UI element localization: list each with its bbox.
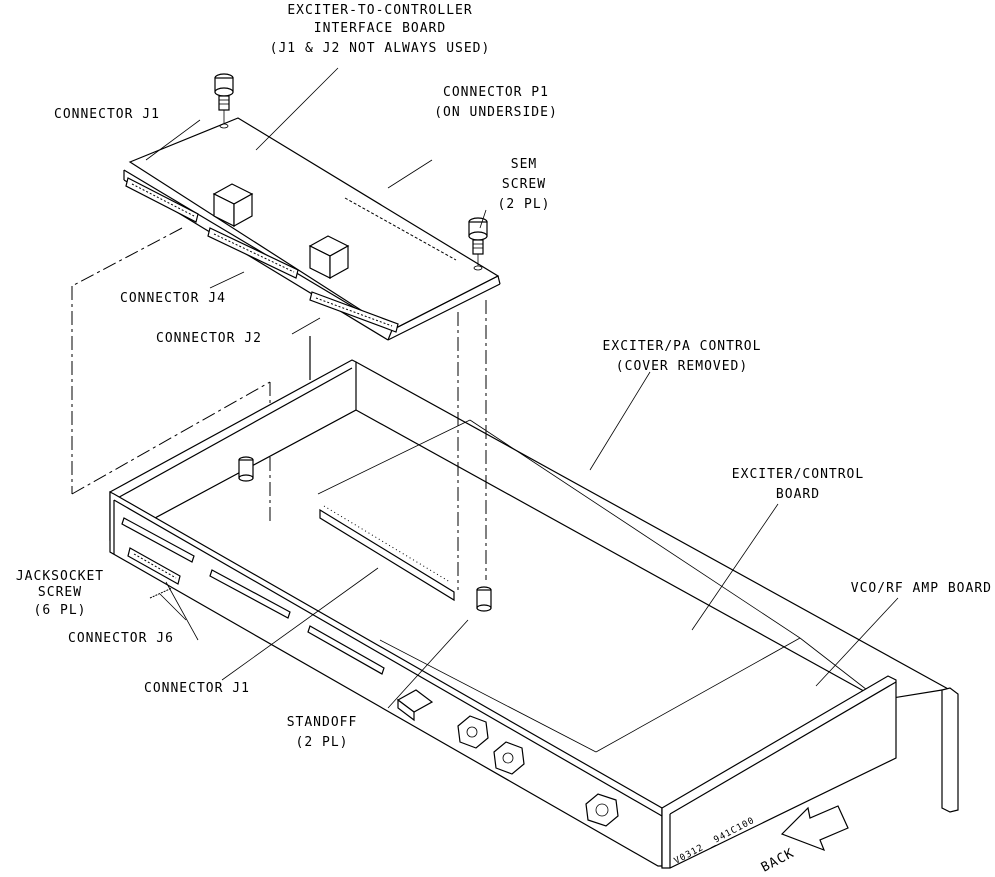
chassis-tray [109,359,959,869]
sem-screw-icon [468,217,488,271]
sem-screw-icon [214,73,234,129]
sem-screw-label: (2 PL) [498,197,551,212]
exciter-control-label: BOARD [776,487,820,502]
sem-screw-label: SEM [511,157,537,172]
sem-screw-label: SCREW [502,177,546,192]
standoff-icon [476,586,492,612]
front-connector-j6 [127,547,181,585]
bnc-connector-icon [457,715,489,749]
connector-p1-label: CONNECTOR P1 [443,85,549,100]
exciter-control-board-connector [319,505,455,602]
standoff-label: STANDOFF [287,715,358,730]
jacksocket-label: JACKSOCKET [16,569,104,584]
connector-j2-label: CONNECTOR J2 [156,331,262,346]
exciter-pa-label: EXCITER/PA CONTROL [603,339,762,354]
vco-rf-amp-label: VCO/RF AMP BOARD [851,581,992,596]
bnc-connector-icon [493,741,525,775]
connector-j1-top-strip [125,177,199,223]
standoff-label: (2 PL) [296,735,349,750]
bnc-connector-icon [585,793,619,827]
connector-j1-top-label: CONNECTOR J1 [54,107,160,122]
standoff-icon [238,456,254,482]
jacksocket-label: (6 PL) [34,603,87,618]
interface-board-label: EXCITER-TO-CONTROLLER [287,3,472,18]
front-connector-j1 [121,517,195,563]
interface-board [123,117,501,341]
relay-box-1 [212,183,254,228]
jacksocket-label: SCREW [38,585,82,600]
text-labels: EXCITER-TO-CONTROLLER INTERFACE BOARD (J… [16,3,992,876]
relay-box-2 [308,235,350,280]
interface-board-label: (J1 & J2 NOT ALWAYS USED) [270,41,491,56]
connector-p1-label: (ON UNDERSIDE) [434,105,558,120]
connector-j4-strip [207,227,299,279]
back-label: BACK [759,846,797,876]
connector-j4-label: CONNECTOR J4 [120,291,226,306]
leader-lines [145,67,899,709]
front-connector-2 [209,569,291,619]
jacksocket-screws [149,587,173,599]
connector-j6-label: CONNECTOR J6 [68,631,174,646]
front-connector-3 [307,625,385,675]
switch-icon [396,689,434,722]
connector-j1-bottom-label: CONNECTOR J1 [144,681,250,696]
connector-p1-pins [344,197,457,261]
interface-board-label: INTERFACE BOARD [314,21,446,36]
connector-j2-strip [309,291,399,333]
exciter-pa-label: (COVER REMOVED) [616,359,748,374]
back-arrow-icon [780,805,849,852]
exciter-control-label: EXCITER/CONTROL [732,467,864,482]
